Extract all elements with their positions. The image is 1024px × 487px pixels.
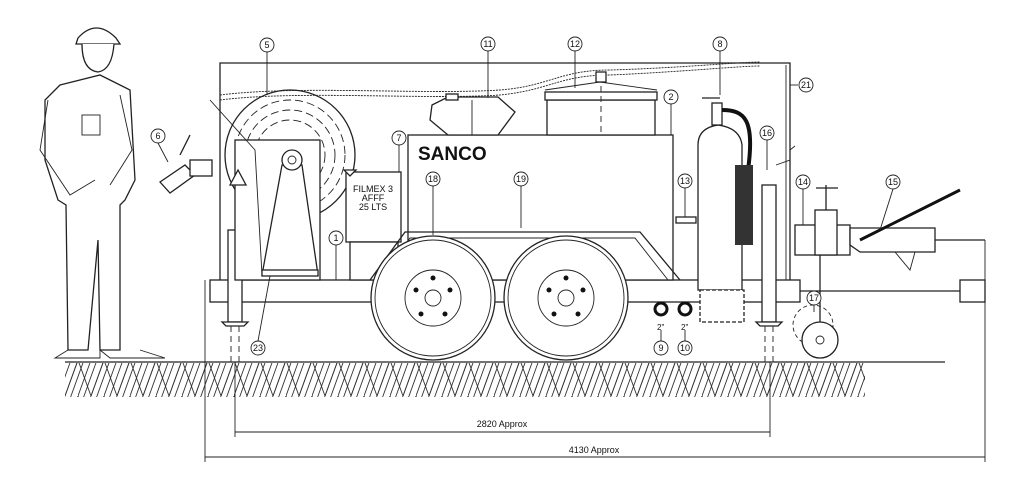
- callout-number: 21: [801, 80, 811, 90]
- tank-label-line: 25 LTS: [359, 202, 387, 212]
- callout-circle: [480, 36, 496, 52]
- callout-circle: [653, 340, 669, 356]
- callout-number: 1: [333, 233, 338, 243]
- callout-number: 7: [396, 133, 401, 143]
- callout-number: 13: [680, 176, 690, 186]
- brand-logo-text: SANCO: [418, 144, 487, 165]
- callout-number: 12: [570, 39, 580, 49]
- tank-label-line: FILMEX 3: [353, 184, 393, 194]
- hose-nozzle: [159, 134, 213, 194]
- callout-circle: [798, 77, 814, 93]
- worker-figure: [39, 27, 166, 359]
- callout-number: 8: [717, 39, 722, 49]
- callout-number: 17: [809, 293, 819, 303]
- callout-circle: [513, 171, 529, 187]
- pipe-size-label: 2": [657, 323, 664, 332]
- callout-circle: [806, 290, 822, 306]
- callout-circle: [259, 37, 275, 53]
- callout-circle: [150, 128, 166, 144]
- callout-circle: [677, 340, 693, 356]
- dimension-inner-label: 2820 Approx: [477, 419, 528, 429]
- callout-number: 15: [888, 177, 898, 187]
- callout-circle: [250, 340, 266, 356]
- callout-circle: [795, 174, 811, 190]
- callout-number: 2: [668, 92, 673, 102]
- ground: [65, 361, 945, 397]
- canopy-frame: [219, 61, 798, 292]
- dimension-outer-label: 4130 Approx: [569, 445, 620, 455]
- callout-number: 10: [680, 343, 690, 353]
- callout-number: 14: [798, 177, 808, 187]
- callout-circle: [567, 36, 583, 52]
- callout-number: 6: [155, 131, 160, 141]
- extinguisher: [675, 97, 753, 323]
- hose-reel: [209, 89, 356, 281]
- callout-circle: [759, 125, 775, 141]
- callout-number: 19: [516, 174, 526, 184]
- callout-circle: [885, 174, 901, 190]
- callout-circle: [391, 130, 407, 146]
- callout-number: 23: [253, 343, 263, 353]
- callout-number: 5: [264, 40, 269, 50]
- callout-number: 11: [483, 39, 492, 49]
- callout-circle: [663, 89, 679, 105]
- warning-sign: [228, 168, 248, 186]
- callout-circle: [328, 230, 344, 246]
- callout-number: 18: [428, 174, 438, 184]
- callout-circle: [677, 173, 693, 189]
- drawbar: [792, 185, 985, 359]
- pipe-size-label: 2": [681, 323, 688, 332]
- callout-number: 16: [762, 128, 772, 138]
- callout-number: 9: [658, 343, 663, 353]
- callout-circle: [425, 171, 441, 187]
- tank-label-line: AFFF: [362, 193, 385, 203]
- dimensions: 2820 Approx 4130 Approx: [204, 240, 986, 462]
- callout-circle: [712, 36, 728, 52]
- wheels: 2" 2": [370, 235, 693, 361]
